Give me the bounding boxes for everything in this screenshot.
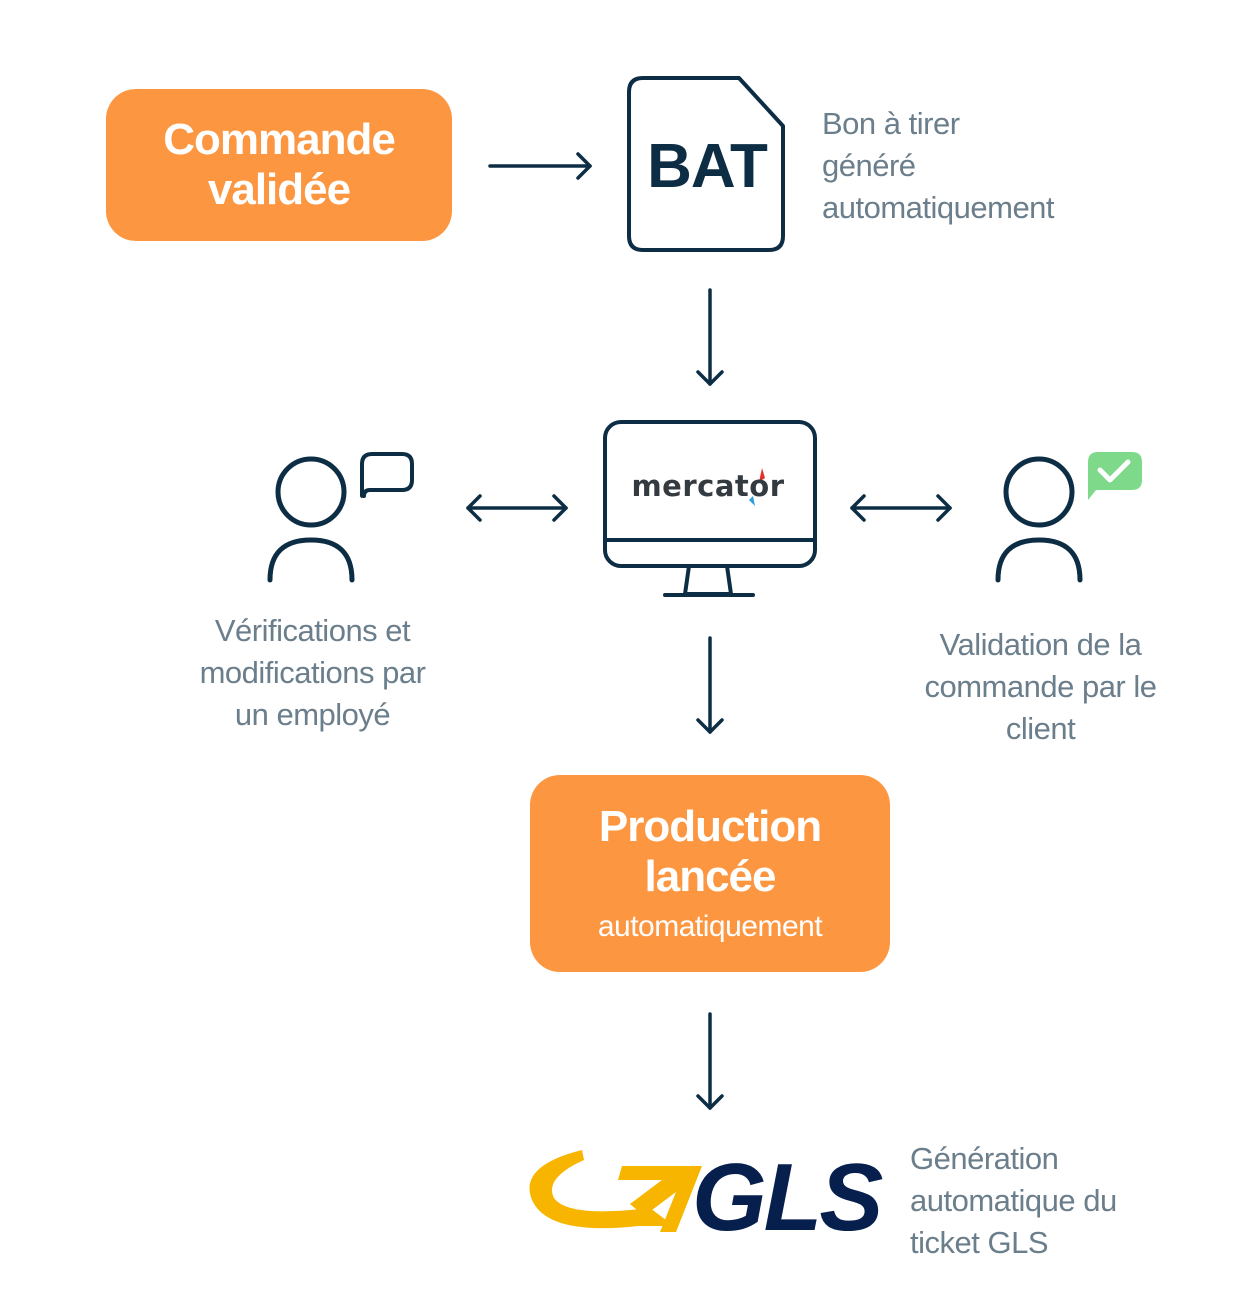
person-speech-bubble-icon: [267, 452, 414, 583]
client-caption-line2: commande par le: [924, 669, 1157, 704]
production-sub: automatiquement: [597, 909, 823, 943]
arrow-down-icon: [696, 636, 724, 734]
client-caption: Validation de la commande par le client: [888, 624, 1193, 750]
employee-caption-line3: un employé: [234, 697, 391, 732]
employee-caption: Vérifications et modifications par un em…: [160, 610, 465, 736]
employee-caption-line1: Vérifications et: [214, 613, 411, 648]
arrow-down-icon: [696, 288, 724, 386]
arrow-down-icon: [696, 1012, 724, 1110]
production-lancee-box: Production lancée automatiquement: [530, 775, 890, 972]
commande-line2: validée: [207, 165, 351, 214]
bat-caption-line3: automatiquement: [822, 190, 1055, 225]
bat-caption-line1: Bon à tirer: [822, 106, 960, 141]
person-check-bubble-icon: [995, 452, 1142, 583]
monitor-icon: [603, 420, 817, 597]
production-line2: lancée: [644, 851, 777, 901]
gls-logo-text: GLS: [692, 1144, 883, 1251]
arrow-right-icon: [488, 152, 592, 180]
commande-line1: Commande: [163, 115, 396, 164]
bat-label: BAT: [647, 132, 768, 201]
client-caption-line3: client: [1005, 711, 1076, 746]
commande-validee-box: Commande validée: [106, 89, 452, 241]
employee-caption-line2: modifications par: [199, 655, 426, 690]
bat-caption: Bon à tirer généré automatiquement: [822, 103, 1055, 229]
gls-caption-line1: Génération: [910, 1141, 1059, 1176]
gls-swoosh-icon: [529, 1150, 702, 1232]
bat-caption-line2: généré: [822, 148, 916, 183]
gls-caption-line3: ticket GLS: [910, 1225, 1048, 1260]
mercator-logo: mercator: [631, 469, 785, 503]
double-arrow-icon: [466, 494, 568, 522]
client-caption-line1: Validation de la: [939, 627, 1142, 662]
gls-caption-line2: automatique du: [910, 1183, 1117, 1218]
gls-caption: Génération automatique du ticket GLS: [910, 1138, 1117, 1264]
production-line1: Production: [598, 801, 822, 851]
double-arrow-icon: [850, 494, 952, 522]
document-icon: [627, 76, 785, 252]
